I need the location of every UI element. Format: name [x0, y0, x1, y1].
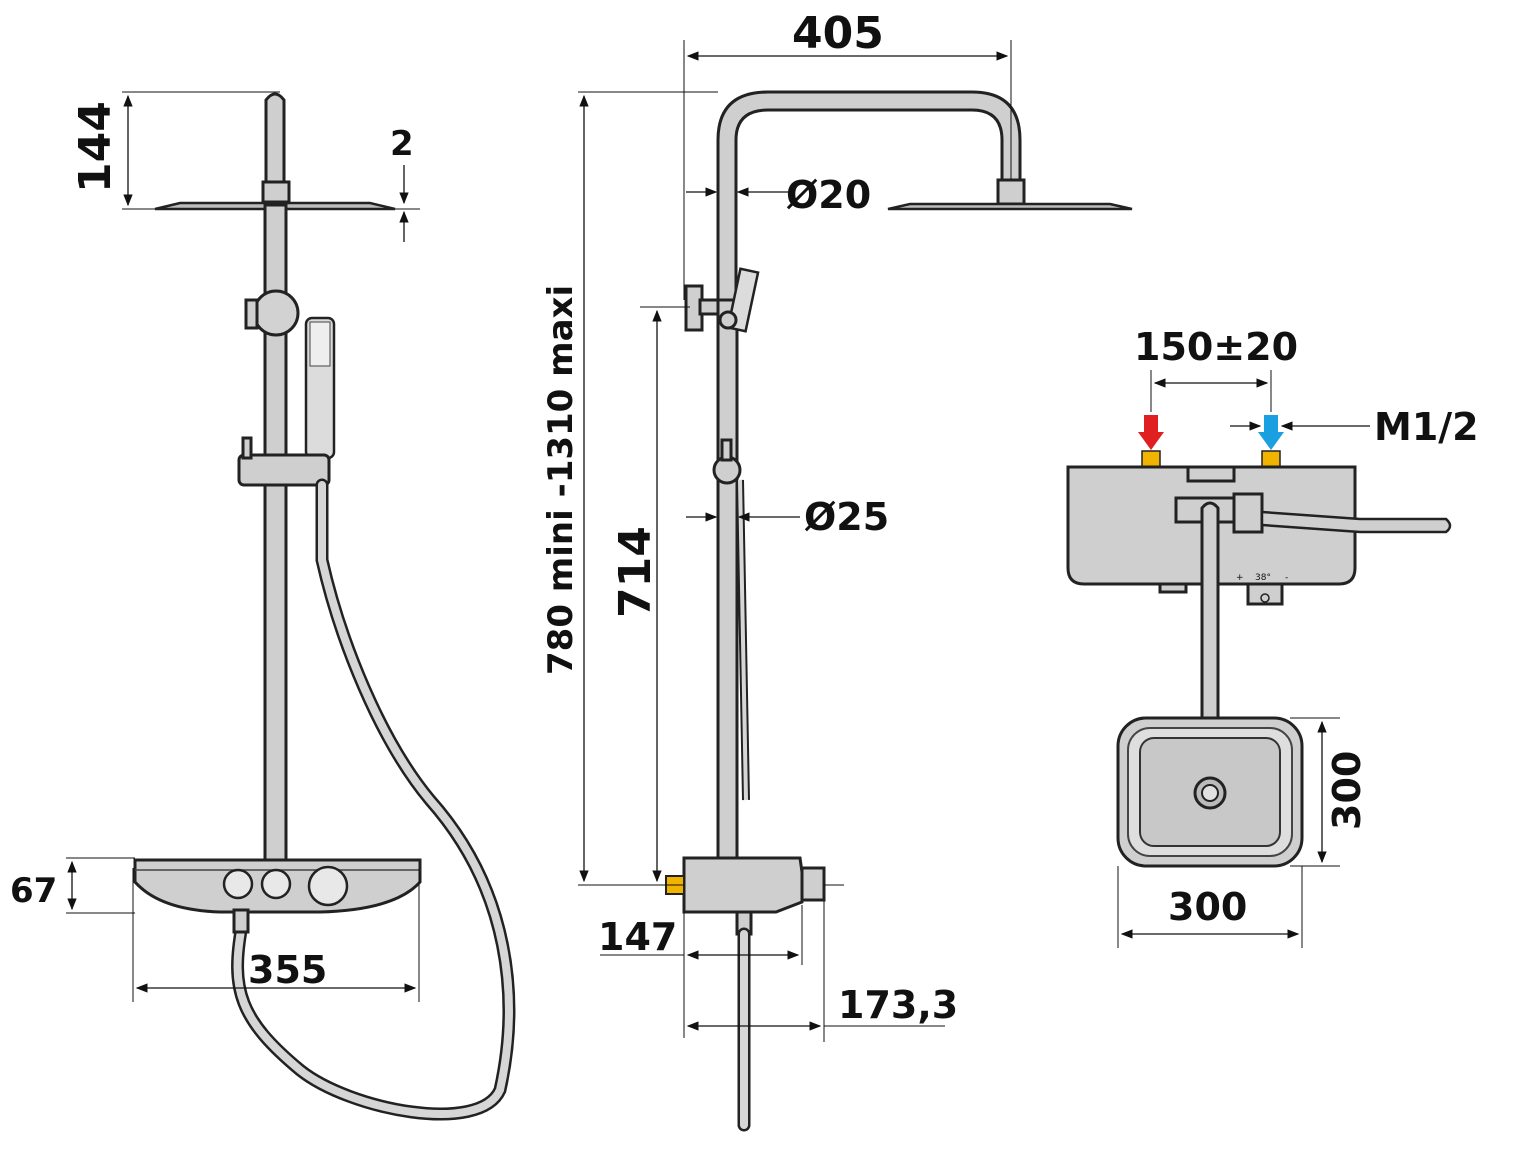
top-dimensions: 300 300	[1117, 717, 1369, 948]
front-thermostat-knob	[307, 865, 349, 907]
dim-inlet-spacing: 150±20	[1134, 325, 1298, 369]
front-view	[133, 92, 516, 1121]
front-head-connector	[261, 180, 291, 204]
dim-mixer-depth-total: 173,3	[838, 983, 958, 1027]
dim-head-thickness: 2	[390, 124, 414, 164]
front-slider	[237, 453, 331, 487]
scale-minus: -	[1285, 573, 1288, 583]
dim-mixer-height: 67	[10, 871, 57, 911]
side-knob	[800, 866, 826, 902]
dim-arm-diameter: Ø20	[786, 173, 871, 217]
dim-head-height: 144	[70, 101, 121, 193]
dim-mixer-width: 355	[248, 948, 327, 992]
side-view	[665, 90, 1133, 1132]
front-diverter	[252, 289, 300, 337]
dim-head-length: 300	[1168, 885, 1247, 929]
front-hose-outlet	[232, 908, 250, 934]
front-slider-pin	[241, 436, 253, 460]
scale-temp: 38°	[1255, 573, 1271, 583]
front-dimensions: 144 2 67 355	[10, 91, 420, 1002]
scale-plus: +	[1236, 573, 1244, 583]
side-column	[716, 298, 739, 862]
cold-water-arrow	[1258, 415, 1284, 450]
side-mixer	[682, 856, 804, 914]
dim-arm-length: 405	[792, 8, 884, 59]
hot-water-arrow	[1138, 415, 1164, 450]
front-diverter-lever	[244, 298, 259, 330]
dim-column-height-range: 780 mini -1310 maxi	[541, 285, 581, 675]
side-dimensions: 405 Ø20 Ø25 780 mini -1310 maxi 714 147 …	[541, 8, 1012, 1042]
top-view: 150±20 M1/2 + 38° -	[1066, 325, 1479, 868]
side-head-connector	[996, 178, 1026, 206]
side-arm	[716, 90, 1022, 862]
hot-inlet	[1141, 450, 1161, 468]
dim-column-diameter: Ø25	[804, 495, 889, 539]
dim-mixer-depth: 147	[598, 915, 677, 959]
front-button-1	[222, 868, 254, 900]
dim-head-width: 300	[1325, 751, 1369, 830]
top-hand-shower	[1260, 510, 1452, 534]
side-head-plate	[887, 202, 1133, 211]
front-hand-shower-face	[309, 321, 331, 367]
front-button-2	[260, 868, 292, 900]
cold-inlet	[1261, 450, 1281, 468]
dim-inlet-height: 714	[610, 526, 661, 618]
dim-thread: M1/2	[1374, 405, 1479, 449]
front-head-arm	[264, 92, 286, 197]
